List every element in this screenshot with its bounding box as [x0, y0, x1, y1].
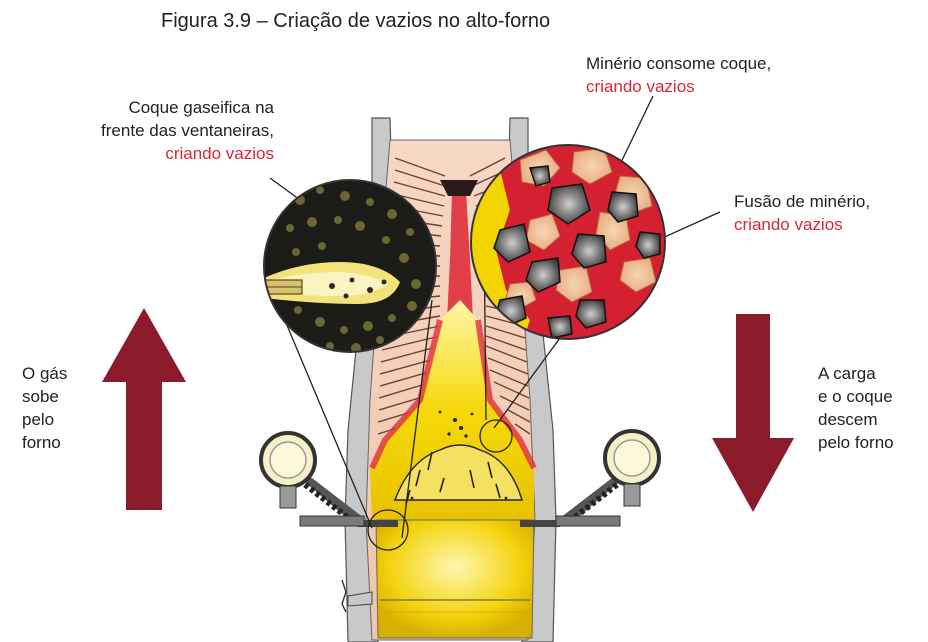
label-burden-descends-line: e o coque [818, 385, 894, 408]
label-ore-melting-line1: Fusão de minério, [734, 190, 870, 213]
label-burden-descends-line: descem [818, 408, 894, 431]
label-ore-consumes: Minério consome coque, criando vazios [586, 52, 771, 98]
label-gas-rises-line: sobe [22, 385, 67, 408]
label-gas-rises: O gás sobe pelo forno [22, 362, 67, 454]
arrow-down-icon [712, 314, 794, 512]
label-burden-descends-line: A carga [818, 362, 894, 385]
label-ore-melting-highlight: criando vazios [734, 213, 870, 236]
tuyere-right-icon [556, 431, 659, 526]
label-gas-rises-line: O gás [22, 362, 67, 385]
label-gas-rises-line: pelo [22, 408, 67, 431]
label-ore-consumes-line1: Minério consome coque, [586, 52, 771, 75]
label-coke-gasifies-line1: Coque gaseifica na [16, 96, 274, 119]
arrow-up-icon [102, 308, 186, 510]
label-coke-gasifies-line2: frente das ventaneiras, [16, 119, 274, 142]
label-ore-consumes-highlight: criando vazios [586, 75, 771, 98]
label-ore-melting: Fusão de minério, criando vazios [734, 190, 870, 236]
label-burden-descends: A carga e o coque descem pelo forno [818, 362, 894, 454]
label-coke-gasifies-highlight: criando vazios [16, 142, 274, 165]
label-gas-rises-line: forno [22, 431, 67, 454]
magnified-circle-raceway [262, 180, 436, 353]
label-burden-descends-line: pelo forno [818, 431, 894, 454]
label-coke-gasifies: Coque gaseifica na frente das ventaneira… [16, 96, 274, 165]
